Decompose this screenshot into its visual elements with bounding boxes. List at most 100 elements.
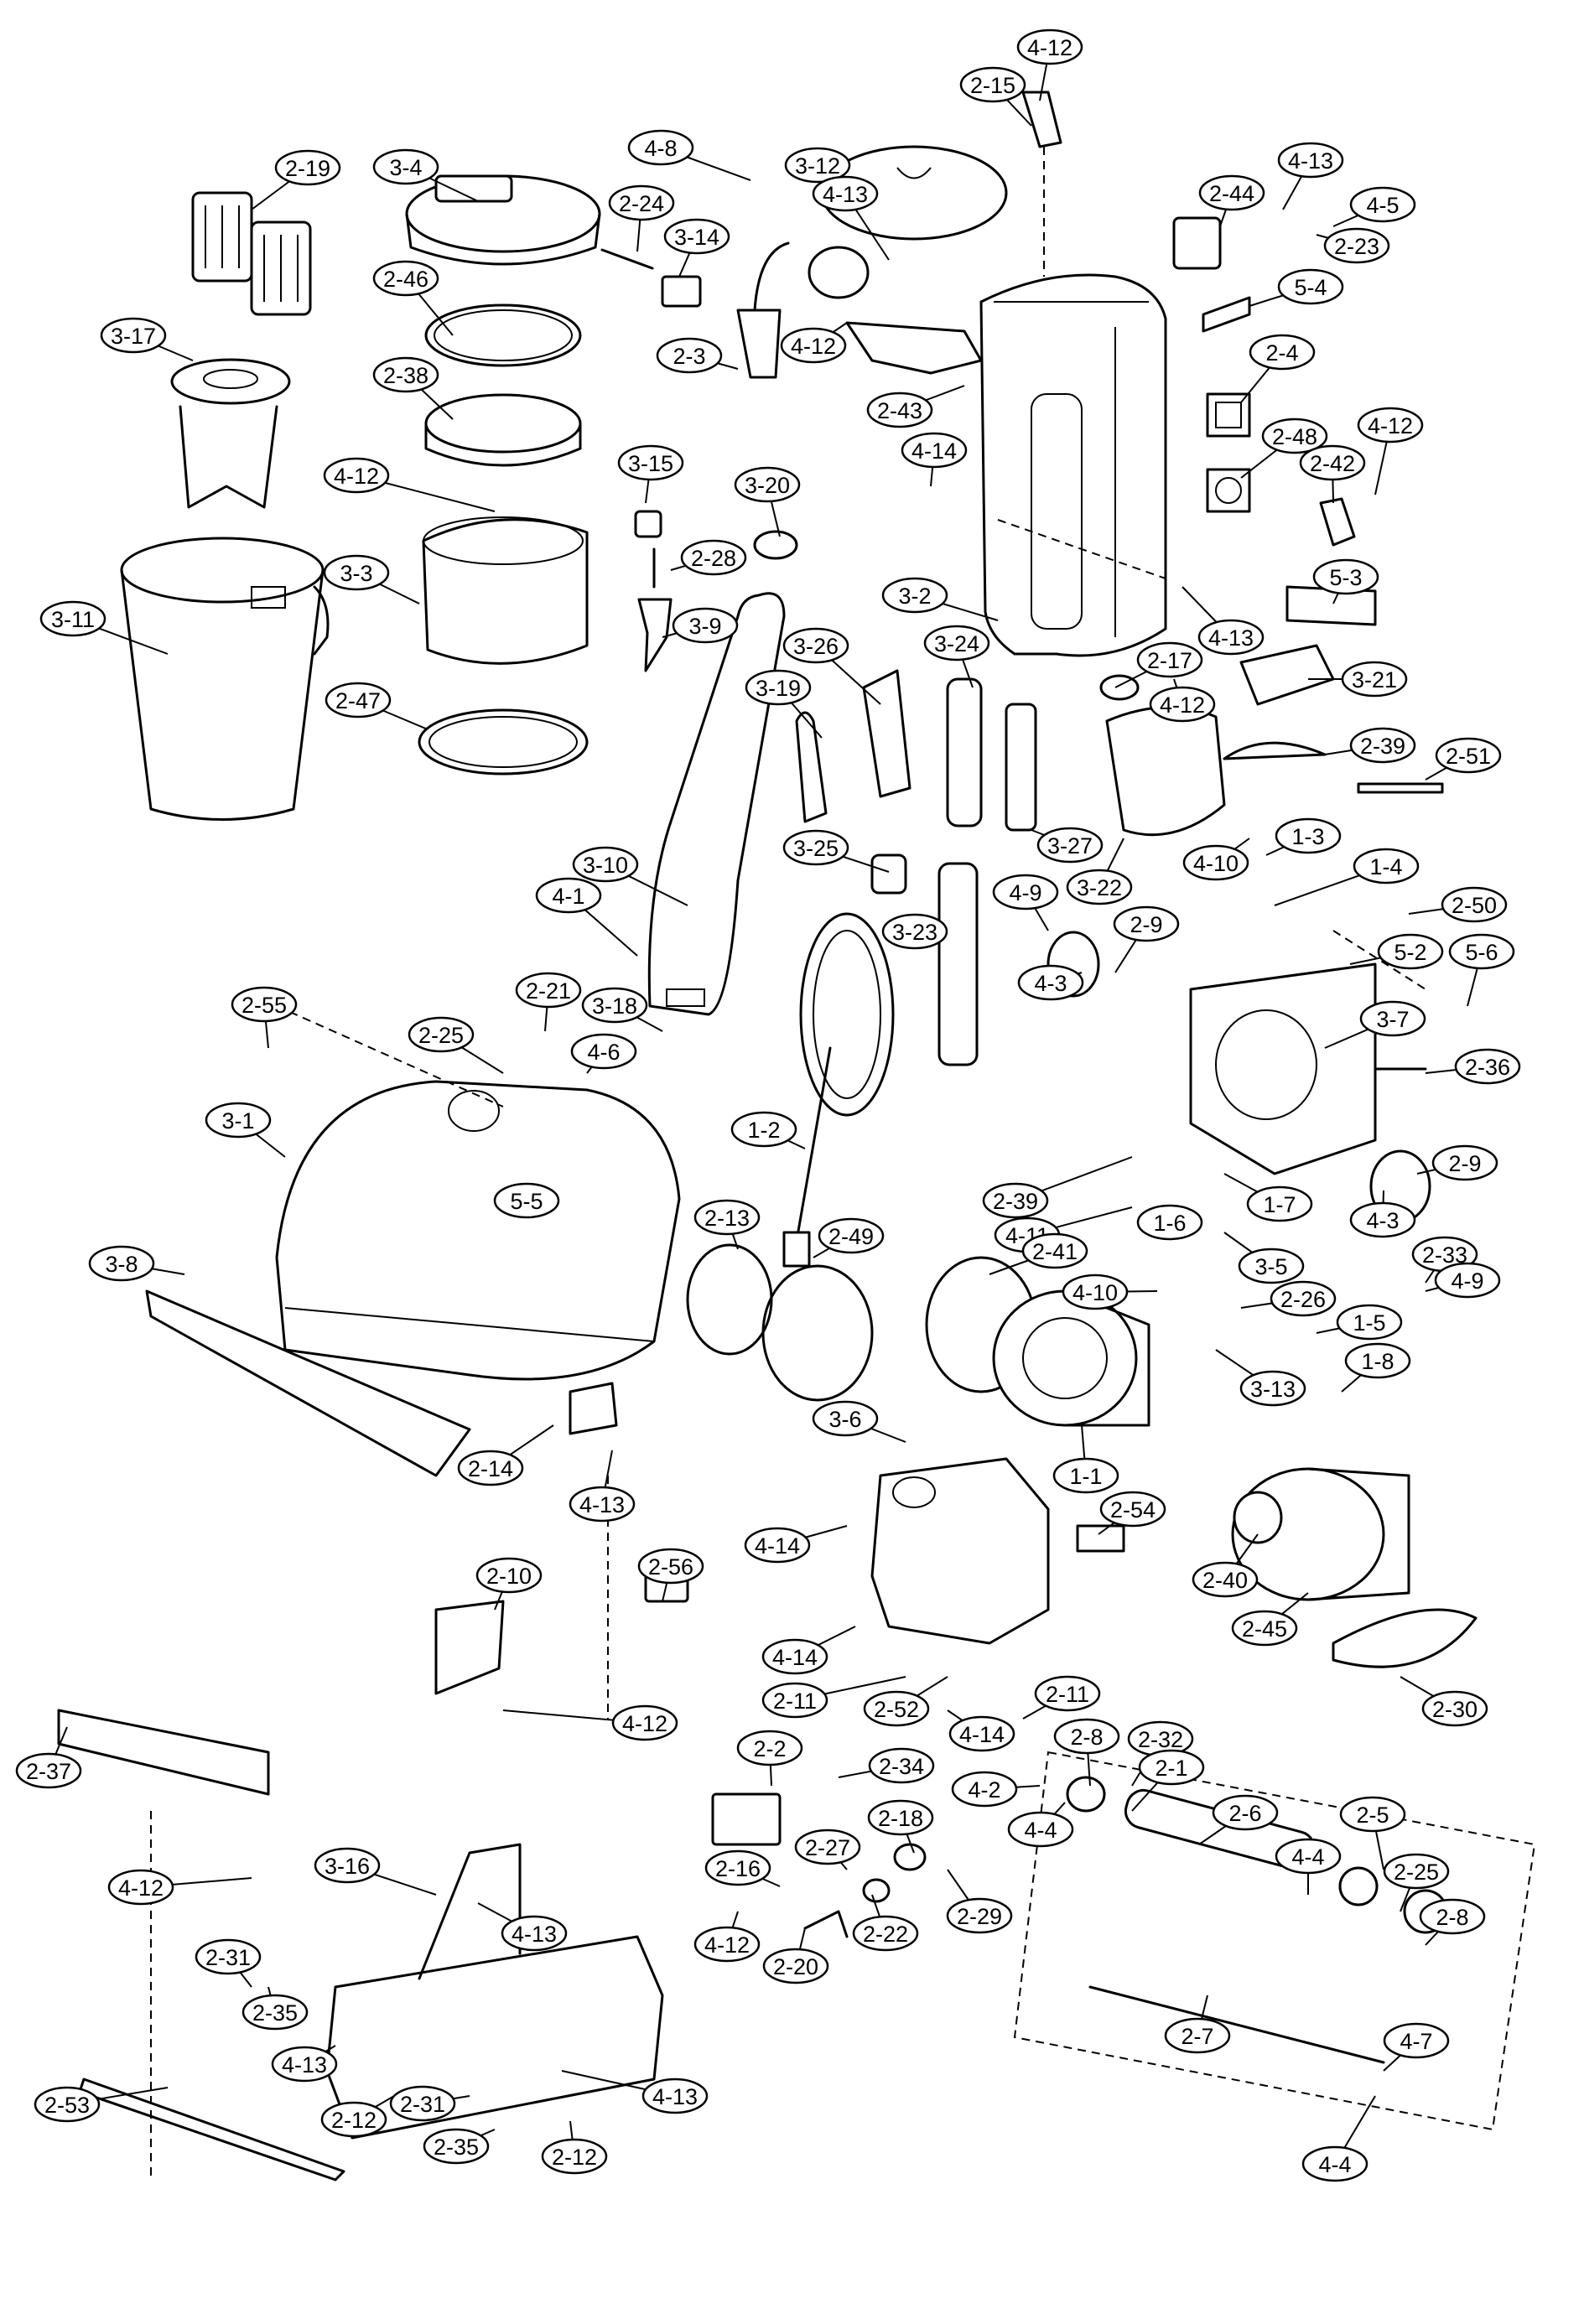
callout-bubble — [581, 987, 648, 1024]
callout-bubble — [1434, 1262, 1501, 1299]
callout-3-24: 3-24 — [923, 625, 990, 688]
callout-2-27: 2-27 — [794, 1829, 861, 1870]
callout-bubble — [608, 184, 675, 221]
callout-bubble — [1066, 869, 1133, 905]
callout-text: 2-29 — [957, 1904, 1002, 1929]
callout-4-14: 4-14 — [761, 1626, 856, 1675]
callout-text: 4-13 — [579, 1492, 625, 1517]
callout-bubble — [1275, 817, 1342, 854]
callout-text: 4-12 — [622, 1711, 667, 1736]
callout-text: 3-27 — [1047, 833, 1093, 859]
callout-2-54: 2-54 — [1098, 1491, 1166, 1535]
callout-text: 2-28 — [691, 546, 736, 571]
callout-text: 2-11 — [773, 1689, 817, 1714]
callout-text: 2-6 — [1228, 1801, 1261, 1826]
callout-text: 4-6 — [587, 1040, 620, 1065]
callout-bubble — [818, 1217, 885, 1254]
callout-3-6: 3-6 — [812, 1400, 906, 1443]
callout-bubble — [867, 1799, 934, 1836]
callout-text: 3-11 — [51, 607, 95, 632]
callout-2-4: 2-4 — [1240, 334, 1316, 403]
callout-2-43: 2-43 — [866, 385, 965, 428]
callout-bubble — [1353, 848, 1420, 884]
callout-bubble — [457, 1450, 524, 1486]
callout-text: 2-53 — [44, 2093, 90, 2118]
callout-text: 4-12 — [1160, 693, 1205, 718]
callout-bubble — [241, 1994, 309, 2031]
callout-text: 3-9 — [688, 614, 721, 639]
callout-text: 2-25 — [1394, 1860, 1439, 1885]
callout-bubble — [745, 669, 812, 706]
callout-4-12: 4-12 — [502, 1704, 678, 1741]
callout-4-3: 4-3 — [1349, 1190, 1416, 1238]
callout-text: 1-5 — [1353, 1310, 1385, 1336]
callout-bubble — [1149, 686, 1216, 723]
callout-4-12: 4-12 — [1357, 407, 1424, 495]
callout-bubble — [1441, 886, 1508, 923]
callout-2-35: 2-35 — [241, 1986, 309, 2031]
spring-part — [600, 248, 654, 270]
callout-bubble — [693, 1199, 761, 1236]
callout-2-21: 2-21 — [515, 972, 582, 1032]
callout-text: 4-12 — [704, 1932, 750, 1958]
callout-2-39: 2-39 — [1324, 727, 1416, 764]
holder-part — [1239, 644, 1335, 706]
callout-2-22: 2-22 — [852, 1894, 919, 1952]
callout-2-19: 2-19 — [251, 149, 341, 210]
callout-2-12: 2-12 — [320, 2095, 395, 2138]
callout-bubble — [1246, 1185, 1313, 1222]
callout-2-34: 2-34 — [838, 1747, 935, 1784]
callout-2-9: 2-9 — [1113, 905, 1180, 973]
callout-bubble — [1299, 444, 1366, 481]
callout-text: 3-18 — [592, 993, 637, 1019]
callout-2-29: 2-29 — [946, 1869, 1013, 1934]
callout-bubble — [868, 1747, 935, 1784]
pre-filter-part — [170, 358, 291, 509]
callout-text: 2-18 — [878, 1806, 923, 1831]
callout-4-12: 4-12 — [1016, 29, 1083, 101]
callout-text: 4-13 — [1288, 148, 1333, 174]
callout-bubble — [1270, 1280, 1337, 1317]
callout-text: 2-5 — [1356, 1803, 1389, 1828]
callout-3-16: 3-16 — [314, 1847, 437, 1896]
callout-text: 2-25 — [418, 1023, 464, 1048]
callout-text: 1-1 — [1069, 1464, 1102, 1489]
callout-text: 2-1 — [1155, 1756, 1187, 1781]
callout-bubble — [656, 337, 723, 374]
callout-text: 4-14 — [772, 1645, 818, 1670]
callout-text: 3-24 — [934, 631, 979, 656]
callout-4-13: 4-13 — [1182, 586, 1265, 656]
callout-5-3: 5-3 — [1312, 558, 1379, 604]
callout-text: 4-4 — [1318, 2152, 1351, 2177]
callout-bubble — [493, 1182, 560, 1219]
callout-bubble — [736, 1730, 803, 1766]
callout-bubble — [271, 2046, 338, 2083]
callout-bubble — [1113, 905, 1180, 942]
callout-3-27: 3-27 — [1031, 827, 1104, 864]
callout-bubble — [501, 1915, 568, 1952]
callout-bubble — [408, 1016, 475, 1053]
callout-2-52: 2-52 — [863, 1676, 948, 1727]
callout-bubble — [1344, 1342, 1411, 1379]
callout-2-10: 2-10 — [475, 1557, 543, 1611]
callout-4-14: 4-14 — [947, 1709, 1015, 1752]
callout-3-17: 3-17 — [100, 317, 194, 361]
callout-bubble — [637, 1548, 704, 1585]
callout-bubble — [1052, 1457, 1119, 1494]
callout-text: 2-52 — [874, 1697, 919, 1722]
callout-text: 3-1 — [221, 1108, 254, 1133]
callout-2-16: 2-16 — [704, 1849, 781, 1887]
hose-duct-part — [647, 592, 786, 1016]
callout-bubble — [1238, 1248, 1305, 1284]
callout-bubble — [784, 147, 851, 184]
filter-housing-part — [422, 516, 589, 665]
callout-text: 2-39 — [993, 1189, 1038, 1214]
callout-text: 1-8 — [1361, 1349, 1394, 1374]
drum-filter-part — [1231, 1467, 1410, 1601]
callout-4-7: 4-7 — [1383, 2022, 1450, 2072]
callout-bubble — [734, 466, 801, 503]
crevice-tool-part — [862, 669, 911, 798]
callout-bubble — [1336, 1304, 1403, 1341]
callout-bubble — [1275, 1838, 1342, 1875]
callout-bubble — [15, 1752, 82, 1789]
